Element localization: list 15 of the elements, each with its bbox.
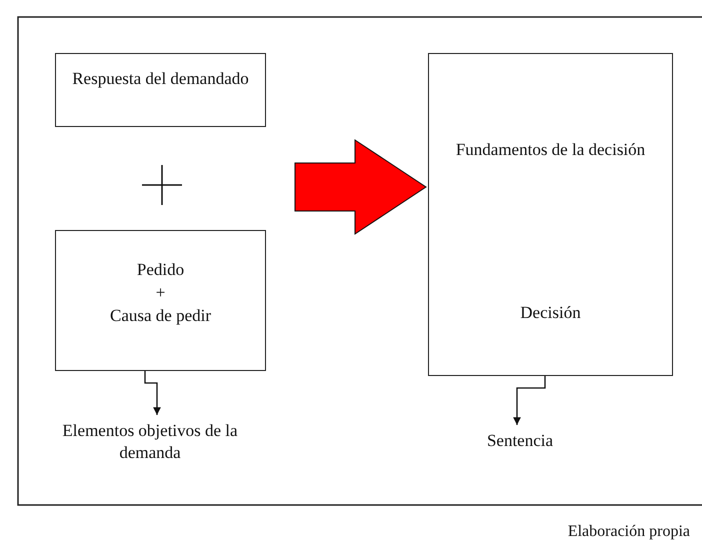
arrow xyxy=(513,376,546,425)
box-label: + xyxy=(154,282,166,304)
text-box xyxy=(428,53,673,376)
arrow xyxy=(144,371,161,415)
block-arrow xyxy=(294,139,427,235)
box-label: Respuesta del demandado xyxy=(71,68,250,90)
box-label: Decisión xyxy=(519,302,582,324)
text-box xyxy=(55,53,266,127)
output-label: Elementos objetivos de la demanda xyxy=(61,420,239,464)
source-note: Elaboración propia xyxy=(568,523,690,541)
box-label: Pedido xyxy=(136,259,186,281)
text-box xyxy=(55,230,266,371)
output-label: Sentencia xyxy=(486,430,554,452)
box-label: Causa de pedir xyxy=(108,305,212,327)
box-label: Fundamentos de la decisión xyxy=(454,139,646,161)
